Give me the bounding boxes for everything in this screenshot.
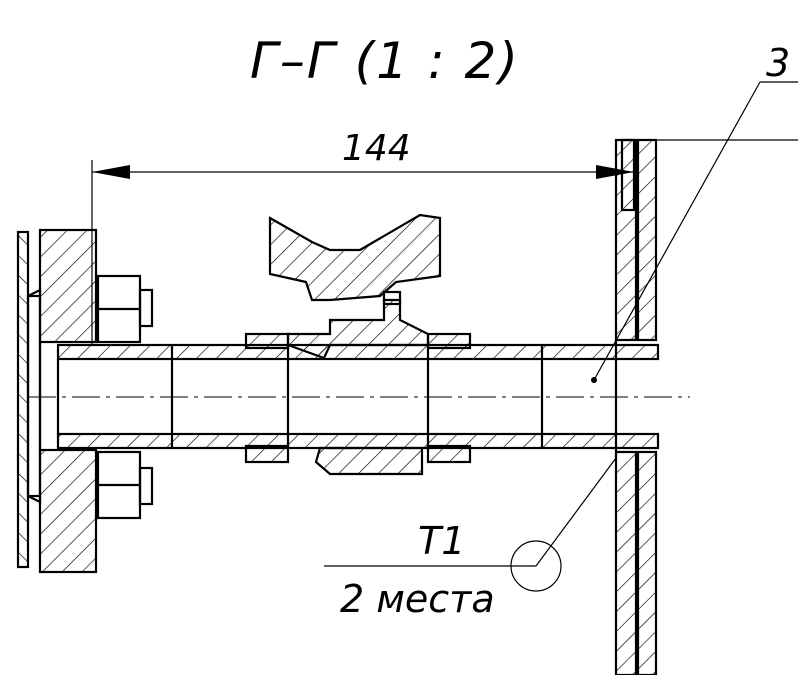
right-wall — [614, 138, 658, 675]
nut-bottom — [96, 450, 154, 520]
weld-callout: T1 2 места — [324, 457, 617, 621]
weld-note: 2 места — [340, 577, 495, 621]
dimension-144: 144 — [91, 128, 634, 345]
weld-mark: T1 — [418, 519, 465, 563]
left-flange — [16, 228, 98, 574]
section-title: Г–Г (1 : 2) — [250, 32, 520, 90]
part-number: 3 — [766, 41, 790, 85]
valve-handle — [268, 213, 442, 306]
valve-body — [244, 298, 472, 476]
callout-part-3: 3 — [591, 41, 798, 383]
dimension-value: 144 — [342, 128, 411, 169]
nut-top — [96, 274, 154, 344]
pipe — [56, 343, 660, 450]
